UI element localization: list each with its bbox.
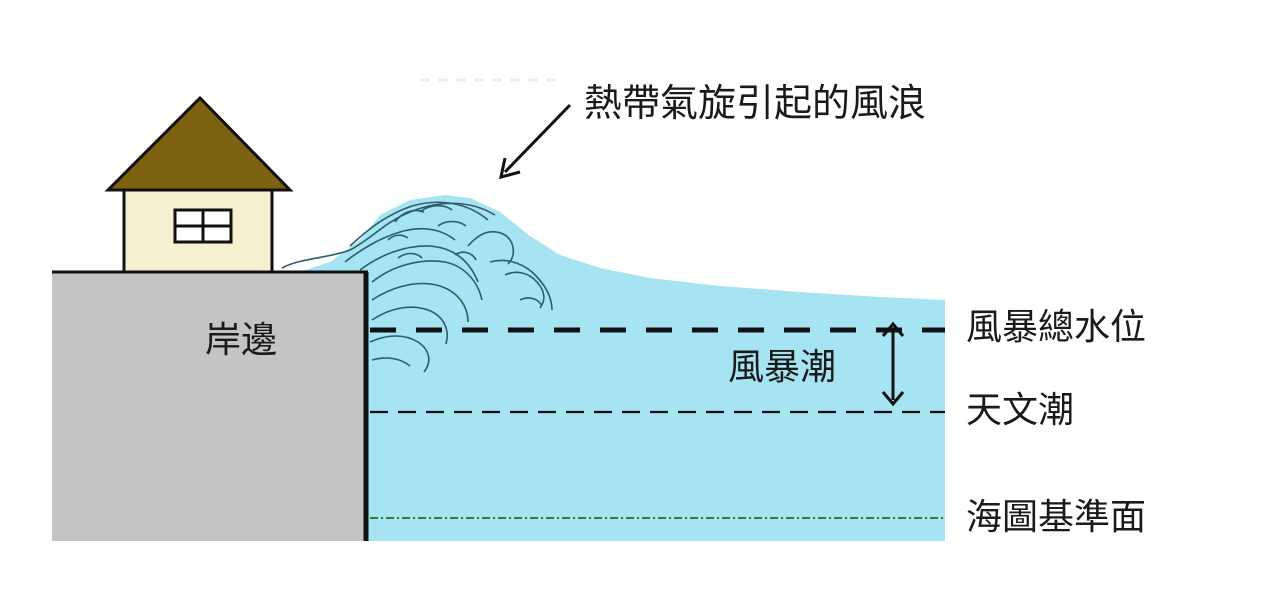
astronomical-tide-label: 天文潮 [966,390,1075,431]
sea-water [290,195,945,541]
storm-total-water-level-label: 風暴總水位 [966,307,1147,348]
wave-icon [281,201,553,373]
house-icon [104,95,294,274]
arrow-icon [499,103,572,180]
double-arrow-icon [881,321,905,407]
shore-cliff [52,272,368,541]
storm-surge-label: 風暴潮 [728,347,837,388]
wave-label: 熱帶氣旋引起的風浪 [584,81,927,125]
shore-label: 岸邊 [205,320,278,361]
chart-datum-label: 海圖基準面 [966,497,1147,538]
